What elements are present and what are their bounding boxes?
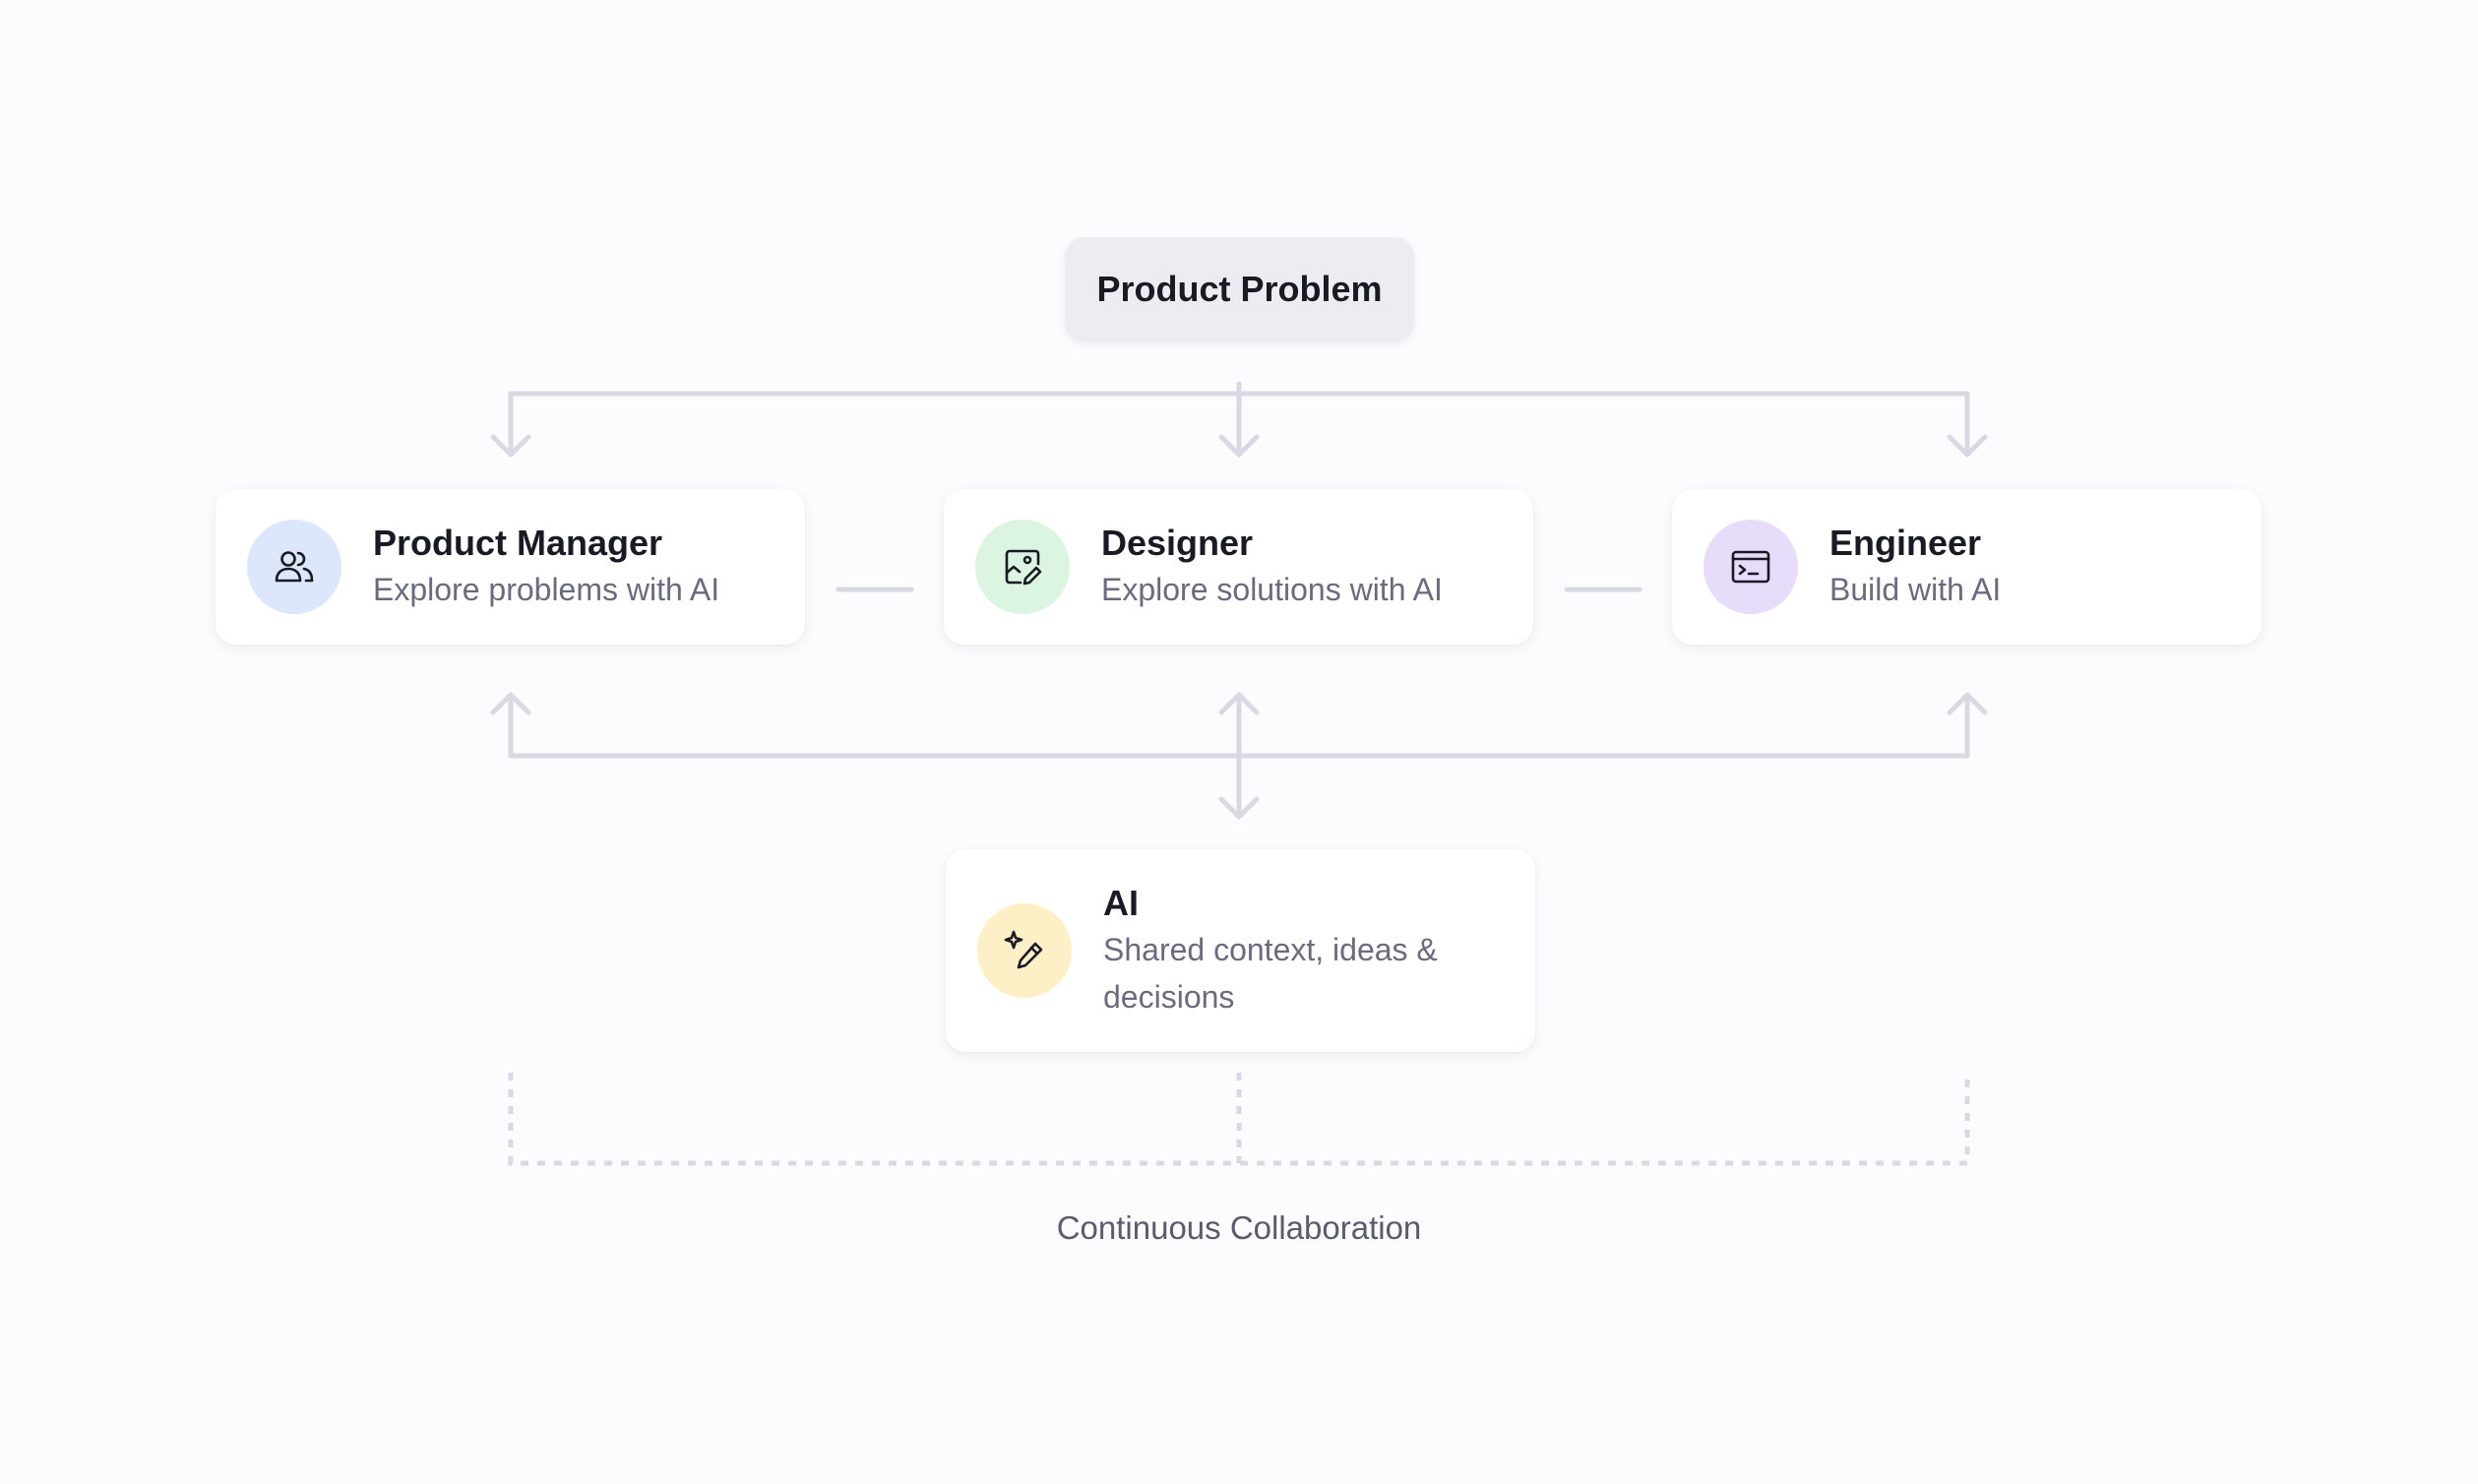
top-branch-line [508,391,1970,458]
image-edit-icon [1005,549,1042,586]
terminal-window-icon [1731,550,1770,584]
sparkle-pen-icon [1004,930,1043,969]
continuous-collaboration-label: Continuous Collaboration [1056,1209,1422,1246]
ai-icon-badge [977,903,1072,998]
product-manager-card: Product Manager Explore problems with AI [216,489,805,645]
designer-icon-badge [975,520,1070,614]
product-manager-icon-badge [247,520,341,614]
arrow-down-pm [490,434,531,458]
engineer-card: Engineer Build with AI [1672,489,2261,645]
arrow-up-pm [490,692,531,715]
ai-subtitle: Shared context, ideas & decisions [1103,931,1438,1015]
product-manager-subtitle: Explore problems with AI [373,571,720,607]
arrow-up-engineer [1947,692,1988,715]
ai-card: AI Shared context, ideas & decisions [946,849,1535,1052]
product-problem-label: Product Problem [1096,269,1383,309]
engineer-subtitle: Build with AI [1829,571,2002,607]
arrow-down-engineer [1947,434,1988,458]
arrow-down-ai [1218,796,1260,820]
arrow-down-designer [1218,434,1260,458]
users-icon [275,551,314,583]
designer-title: Designer [1101,522,1254,563]
arrow-up-designer [1218,692,1260,715]
product-manager-title: Product Manager [373,522,663,563]
designer-subtitle: Explore solutions with AI [1101,571,1443,607]
ai-title: AI [1103,882,1139,923]
engineer-icon-badge [1704,520,1798,614]
engineer-title: Engineer [1829,522,1982,563]
designer-card: Designer Explore solutions with AI [944,489,1533,645]
collaboration-bracket [508,1073,1970,1166]
product-problem-node: Product Problem [1065,237,1414,341]
